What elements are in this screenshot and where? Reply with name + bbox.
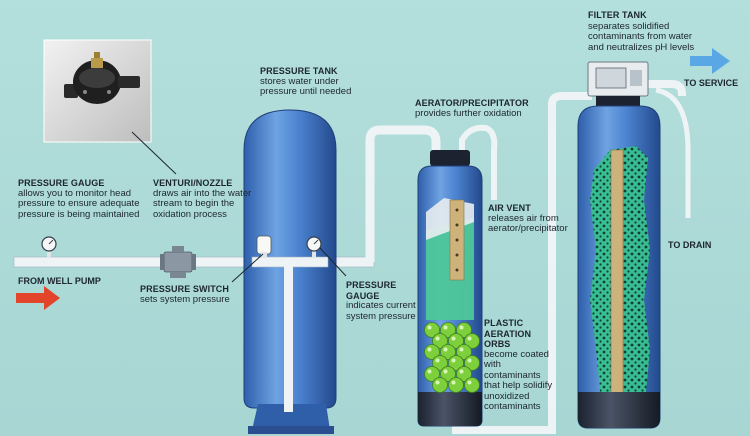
aerator-inlet-pipe — [365, 125, 441, 262]
label-body: indicates current system pressure — [346, 300, 416, 322]
aeration-orbs — [424, 322, 480, 393]
aeration-orb-highlight — [451, 380, 456, 385]
filter-tank-shape — [577, 61, 661, 429]
aerator-label: AERATOR/PRECIPITATOR provides further ox… — [415, 98, 545, 119]
label-body: separates solidified contaminants from w… — [588, 20, 695, 53]
service-arrow-icon — [690, 48, 730, 74]
pressure-gauge-right-label: PRESSURE GAUGE indicates current system … — [346, 280, 424, 322]
label-title: PRESSURE GAUGE — [18, 178, 105, 188]
label-body: sets system pressure — [140, 293, 230, 305]
aeration-orb-highlight — [467, 358, 472, 363]
drain-tube — [655, 87, 691, 218]
aeration-orb-highlight — [467, 336, 472, 341]
venturi-label: VENTURI/NOZZLE draws air into the water … — [153, 178, 265, 220]
pressure-gauge-right-leader — [319, 247, 347, 277]
tank-front-riser — [284, 262, 293, 412]
air-vent-tube — [459, 124, 498, 200]
label-title: PRESSURE SWITCH — [140, 284, 230, 294]
label-title: PRESSURE TANK — [260, 66, 338, 76]
pressure-switch-label: PRESSURE SWITCH sets system pressure — [140, 284, 240, 305]
aeration-orb-highlight — [427, 347, 432, 352]
pressure-gauge-left-label: PRESSURE GAUGE allows you to monitor hea… — [18, 178, 144, 220]
label-title: PRESSURE GAUGE — [346, 280, 397, 301]
pressure-gauge-right-icon — [306, 236, 322, 258]
filter-tank-label: FILTER TANK separates solidified contami… — [588, 10, 696, 53]
arrow-right-icon — [16, 286, 60, 310]
label-title: AERATOR/PRECIPITATOR — [415, 98, 529, 108]
aeration-orb-highlight — [451, 358, 456, 363]
pressure-switch-leader — [231, 253, 264, 283]
aerator-to-filter-pipe — [452, 92, 592, 434]
venturi-fitting-icon — [160, 246, 196, 278]
aeration-orb — [432, 377, 448, 393]
to-service-label: TO SERVICE — [684, 78, 739, 88]
aeration-orb-highlight — [443, 369, 448, 374]
label-body: allows you to monitor head pressure to e… — [18, 187, 140, 220]
label-body: provides further oxidation — [415, 107, 522, 119]
label-body: become coated with contaminants that hel… — [484, 348, 553, 412]
pressure-gauge-icon — [41, 236, 57, 258]
label-body: releases air from aerator/precipitator — [488, 212, 568, 234]
aeration-orb-highlight — [459, 325, 464, 330]
from-well-pump-label: FROM WELL PUMP — [18, 276, 101, 286]
to-drain-label: TO DRAIN — [668, 240, 712, 250]
aeration-orb-highlight — [451, 336, 456, 341]
label-body: draws air into the water stream to begin… — [153, 187, 252, 220]
venturi-leader-line — [131, 131, 177, 175]
aeration-orb-highlight — [435, 358, 440, 363]
aeration-orb-highlight — [443, 347, 448, 352]
pressure-tank-label: PRESSURE TANK stores water under pressur… — [260, 66, 360, 98]
label-title: PLASTIC AERATION ORBS — [484, 318, 532, 349]
label-title: VENTURI/NOZZLE — [153, 178, 233, 188]
venturi-photo-icon — [43, 39, 152, 143]
aeration-orb — [448, 377, 464, 393]
service-pipe — [646, 80, 686, 96]
aeration-orb — [464, 377, 480, 393]
plastic-orbs-label: PLASTIC AERATION ORBS become coated with… — [484, 318, 556, 413]
pressure-switch-icon — [256, 235, 272, 258]
label-title: FILTER TANK — [588, 10, 647, 20]
inlet-pipe — [13, 256, 261, 268]
aeration-orb-highlight — [443, 325, 448, 330]
aeration-orb-highlight — [427, 369, 432, 374]
aeration-orb-highlight — [467, 380, 472, 385]
aeration-orb-highlight — [459, 369, 464, 374]
label-body: stores water under pressure until needed — [260, 75, 352, 97]
air-vent-label: AIR VENT releases air from aerator/preci… — [488, 203, 576, 235]
aeration-orb-highlight — [459, 347, 464, 352]
aeration-orb-highlight — [427, 325, 432, 330]
label-title: AIR VENT — [488, 203, 531, 213]
aeration-orb-highlight — [435, 380, 440, 385]
aeration-orb-highlight — [435, 336, 440, 341]
